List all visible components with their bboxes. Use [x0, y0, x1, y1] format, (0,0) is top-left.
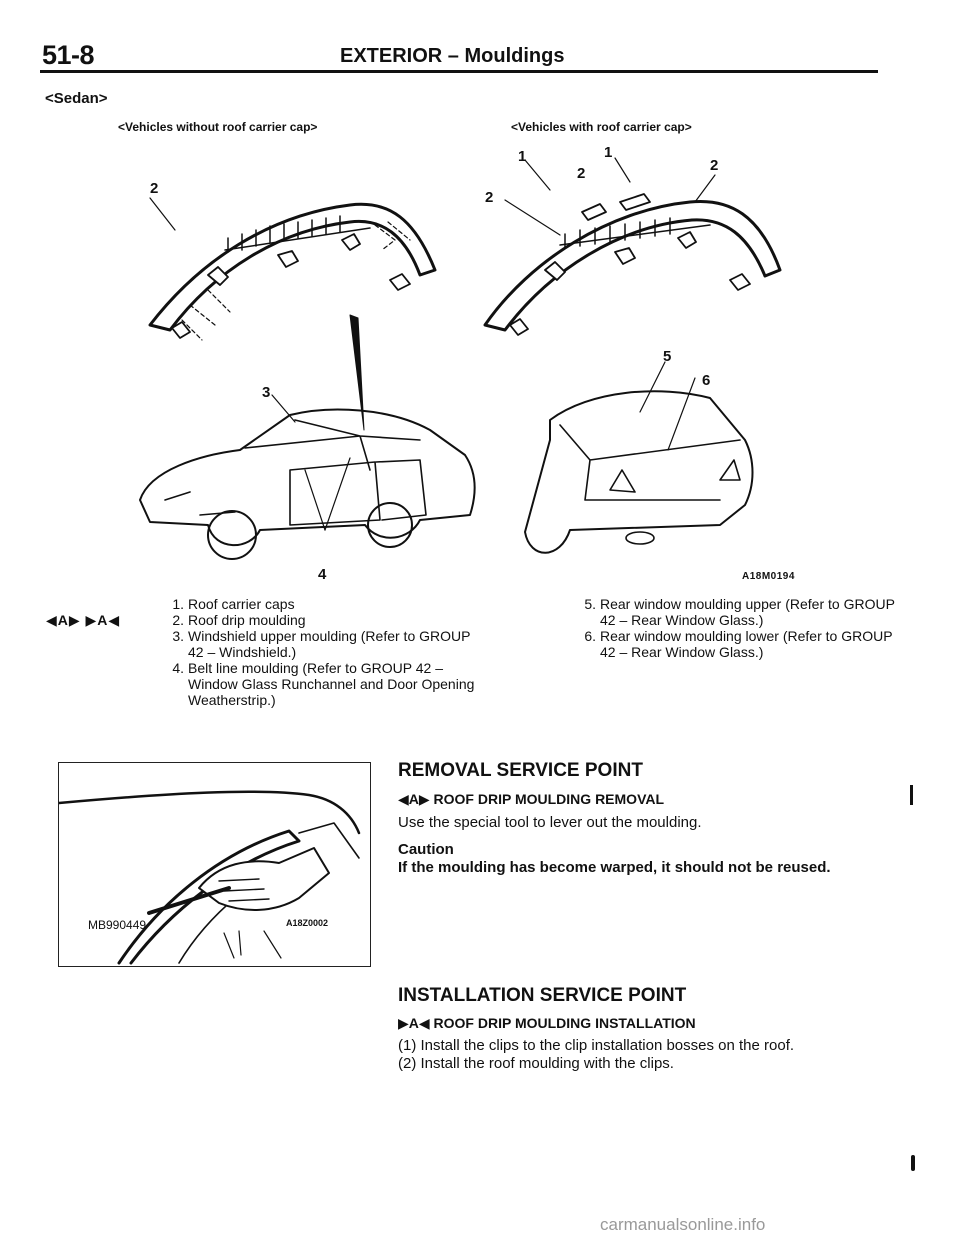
header-divider: [40, 70, 878, 73]
callout-2-right: 2: [710, 157, 719, 174]
removal-subtitle: ROOF DRIP MOULDING REMOVAL: [433, 791, 665, 807]
legend-item: 1.Roof carrier caps: [172, 596, 295, 612]
left-roof-moulding-illustration: [148, 197, 437, 341]
callout-1b: 1: [604, 144, 613, 161]
installation-step: (1) Install the clips to the clip instal…: [398, 1037, 795, 1054]
right-roof-moulding-illustration: [483, 157, 782, 336]
legend-item: 3.Windshield upper moulding (Refer to GR…: [172, 628, 471, 660]
removal-heading: REMOVAL SERVICE POINT: [398, 760, 643, 781]
callout-2-edge: 2: [485, 189, 494, 206]
installation-subtitle: ROOF DRIP MOULDING INSTALLATION: [433, 1015, 696, 1031]
legend-right: 5.Rear window moulding upper (Refer to G…: [578, 596, 898, 660]
legend-item: 5.Rear window moulding upper (Refer to G…: [584, 596, 895, 628]
mouldings-exploded-diagram: [139, 157, 782, 560]
installation-mark-icon: ▶A◀: [398, 1015, 430, 1031]
legend-item: 6.Rear window moulding lower (Refer to G…: [584, 628, 893, 660]
section-variant-label: <Sedan>: [45, 90, 108, 107]
page-number: 51-8: [42, 40, 95, 70]
diagram-right-label: <Vehicles with roof carrier cap>: [511, 120, 692, 134]
page-title: EXTERIOR – Mouldings: [340, 45, 565, 67]
sedan-rear-illustration: [524, 361, 754, 554]
tool-usage-illustration: [59, 790, 361, 965]
callout-2-left: 2: [150, 180, 159, 197]
tool-usage-figure: [58, 762, 371, 967]
figure-code: A18M0194: [742, 571, 795, 582]
legend-left: 1.Roof carrier caps 2.Roof drip moulding…: [166, 596, 486, 708]
installation-subheading: ▶A◀ ROOF DRIP MOULDING INSTALLATION: [398, 1015, 696, 1032]
caution-text: If the moulding has become warped, it sh…: [398, 859, 831, 876]
sedan-front-illustration: [139, 314, 476, 560]
legend-service-marks: ◀A▶ ▶A◀: [46, 612, 121, 628]
special-tool-label: MB990449: [88, 918, 147, 932]
margin-mark: [911, 1155, 915, 1171]
removal-subheading: ◀A▶ ROOF DRIP MOULDING REMOVAL: [398, 791, 664, 808]
callout-3: 3: [262, 384, 271, 401]
callout-2-cap: 2: [577, 165, 586, 182]
callout-6: 6: [702, 372, 711, 389]
diagram-left-label: <Vehicles without roof carrier cap>: [118, 120, 318, 134]
callout-4: 4: [318, 566, 327, 583]
installation-heading: INSTALLATION SERVICE POINT: [398, 985, 687, 1006]
legend-item: 4.Belt line moulding (Refer to GROUP 42 …: [172, 660, 475, 708]
margin-mark: [910, 785, 913, 805]
tool-figure-code: A18Z0002: [286, 918, 329, 928]
legend-item: 2.Roof drip moulding: [172, 612, 306, 628]
callout-5: 5: [663, 348, 672, 365]
removal-mark-icon: ◀A▶: [398, 791, 430, 807]
callout-1a: 1: [518, 148, 527, 165]
installation-step: (2) Install the roof moulding with the c…: [398, 1055, 674, 1072]
watermark: carmanualsonline.info: [600, 1215, 766, 1234]
removal-text: Use the special tool to lever out the mo…: [398, 814, 702, 831]
caution-label: Caution: [398, 841, 454, 858]
